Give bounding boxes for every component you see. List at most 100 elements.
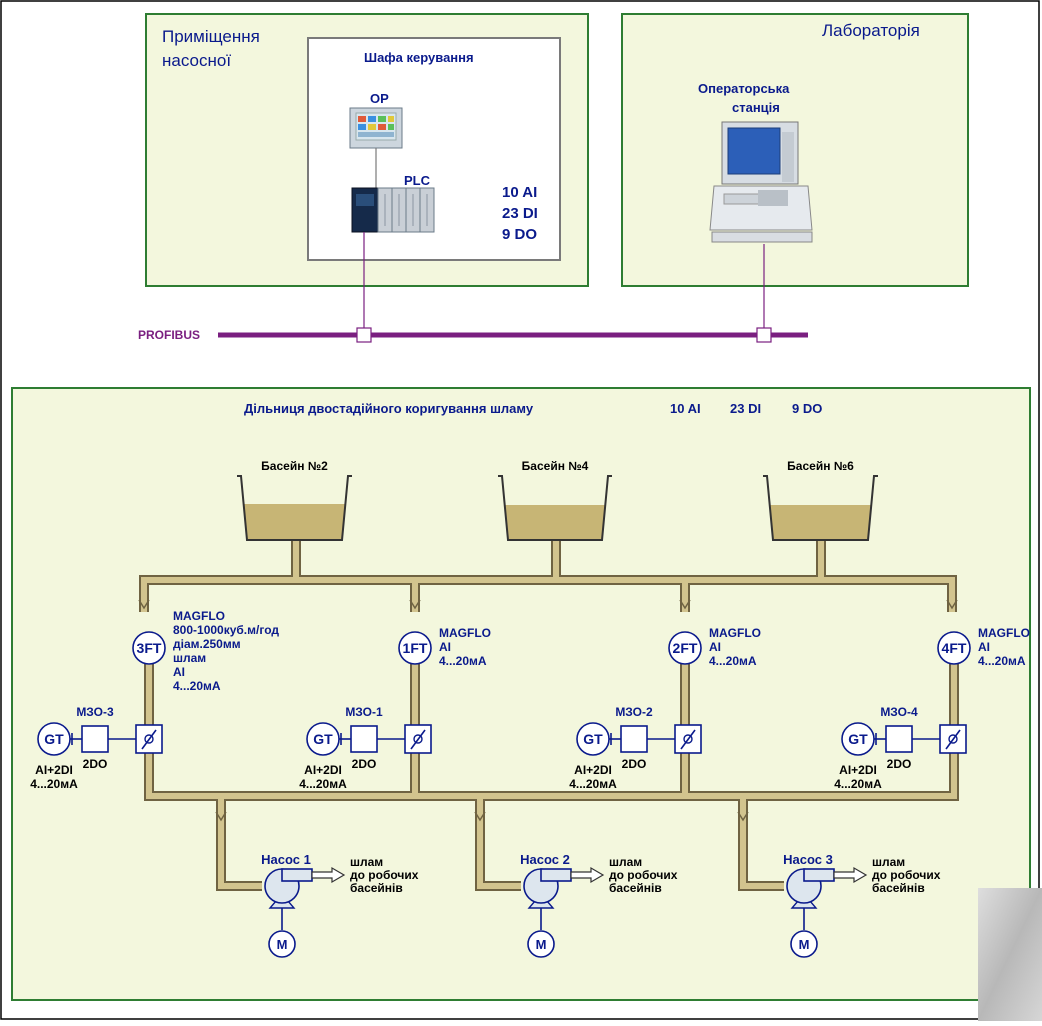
transmitter-io-line: 4...20мА xyxy=(299,777,347,791)
transmitter-io-line: AI+2DI xyxy=(35,763,73,777)
laboratory: Лабораторія Операторська станція xyxy=(621,13,969,287)
valve-disc xyxy=(413,734,423,744)
tank-outline xyxy=(237,475,352,541)
flowmeter-spec-line: AI xyxy=(439,640,451,654)
valve-disc xyxy=(948,734,958,744)
flow-arrow-icon xyxy=(138,599,150,610)
operator-station-label: Операторська станція xyxy=(698,81,793,115)
position-transmitter-icon xyxy=(37,722,71,756)
flowmeter-icon xyxy=(937,631,971,665)
position-transmitter-icon xyxy=(576,722,610,756)
flowmeter-label: 2FT xyxy=(673,640,698,656)
cabinet-title: Шафа керування xyxy=(364,50,474,65)
outlet-arrow-icon xyxy=(311,866,346,884)
pipe-segment-fill xyxy=(477,796,521,889)
pump-outlet-text: басейнів xyxy=(350,881,403,895)
motor-label: M xyxy=(277,937,288,952)
valve-stem xyxy=(410,729,426,750)
motor-icon xyxy=(268,930,296,958)
position-transmitter-icon xyxy=(841,722,875,756)
flowmeter-spec-line: MAGFLO xyxy=(709,626,761,640)
flowmeter-spec-line: MAGFLO xyxy=(978,626,1030,640)
tank-label: Басейн №6 xyxy=(787,459,854,473)
pump-outlet xyxy=(803,868,835,882)
section-io-ai: 10 AI xyxy=(670,401,701,416)
actuator-do-label: 2DO xyxy=(887,757,912,771)
branch-2FT: 2FTMAGFLOAI4...20мАМЗО-22DOGTAI+2DI4...2… xyxy=(569,626,761,791)
flowmeter-spec-line: шлам xyxy=(173,651,206,665)
flowmeter-label: 1FT xyxy=(403,640,428,656)
flow-arrow-icon xyxy=(474,811,486,822)
actuator-icon xyxy=(81,725,109,753)
transmitter-io-line: 4...20мА xyxy=(569,777,617,791)
section-io-di: 23 DI xyxy=(730,401,761,416)
plc-rack-icon xyxy=(351,187,435,233)
tank-slurry xyxy=(770,505,871,540)
flowmeter-icon xyxy=(668,631,702,665)
flowmeter-spec-line: 800-1000куб.м/год xyxy=(173,623,279,637)
valve-stem xyxy=(945,729,961,750)
pump-outlet-text: басейнів xyxy=(872,881,925,895)
operator-panel-icon xyxy=(349,107,403,149)
transmitter-label: GT xyxy=(44,731,64,747)
corner-texture xyxy=(978,888,1042,1021)
motor-icon xyxy=(790,930,818,958)
transmitter-io-line: AI+2DI xyxy=(574,763,612,777)
flowmeter-spec-line: AI xyxy=(709,640,721,654)
pump-outlet xyxy=(540,868,572,882)
pump-outlet xyxy=(281,868,313,882)
flowmeter-spec-line: діам.250мм xyxy=(173,637,241,651)
flow-arrow-icon xyxy=(946,599,958,610)
laboratory-label: Лабораторія xyxy=(822,21,920,40)
valve-stem xyxy=(141,729,157,750)
section-title: Дільниця двостадійного коригування шламу xyxy=(244,401,534,416)
flowmeter-spec-line: 4...20мА xyxy=(709,654,757,668)
valve-disc xyxy=(683,734,693,744)
section-io-do: 9 DO xyxy=(792,401,822,416)
branch-1FT: 1FTMAGFLOAI4...20мАМЗО-12DOGTAI+2DI4...2… xyxy=(299,626,491,791)
actuator-do-label: 2DO xyxy=(83,757,108,771)
tank-1: Басейн №2 xyxy=(237,459,352,541)
transmitter-label: GT xyxy=(848,731,868,747)
tank-3: Басейн №6 xyxy=(763,459,878,541)
flowmeter-spec-line: MAGFLO xyxy=(439,626,491,640)
cabinet-io-counts: 10 AI 23 DI 9 DO xyxy=(502,184,542,243)
actuator-do-label: 2DO xyxy=(622,757,647,771)
actuator-label: МЗО-4 xyxy=(880,705,918,719)
profibus-node-plc xyxy=(356,327,372,343)
pump-label: Насос 3 xyxy=(783,852,833,867)
flowmeter-spec-line: 4...20мА xyxy=(439,654,487,668)
flowmeter-label: 4FT xyxy=(942,640,967,656)
motor-label: M xyxy=(536,937,547,952)
actuator-do-label: 2DO xyxy=(352,757,377,771)
flow-arrow-icon xyxy=(215,811,227,822)
pump-outlet-text: до робочих xyxy=(350,868,419,882)
flowmeter-label: 3FT xyxy=(137,640,162,656)
motor-label: M xyxy=(799,937,810,952)
flow-arrow-icon xyxy=(679,599,691,610)
pump-room: Приміщення насосної Шафа керування OP PL… xyxy=(145,13,589,287)
actuator-label: МЗО-3 xyxy=(76,705,114,719)
profibus: PROFIBUS xyxy=(138,232,808,343)
tank-slurry xyxy=(505,505,605,540)
tank-outline xyxy=(498,475,612,541)
flowmeter-spec-line: AI xyxy=(173,665,185,679)
pump-label: Насос 2 xyxy=(520,852,570,867)
branches: 3FT MAGFLO 800-1000куб.м/годдіам.250ммшлам… xyxy=(30,609,1030,791)
tank-outline xyxy=(763,475,878,541)
actuator-icon xyxy=(885,725,913,753)
transmitter-label: GT xyxy=(583,731,603,747)
computer-icon xyxy=(709,121,813,243)
pump-outlet-text: шлам xyxy=(609,855,642,869)
branch-4FT: 4FTMAGFLOAI4...20мАМЗО-42DOGTAI+2DI4...2… xyxy=(834,626,1030,791)
outlet-arrow-icon xyxy=(570,866,605,884)
actuator-label: МЗО-1 xyxy=(345,705,383,719)
flowmeter-icon xyxy=(132,631,166,665)
